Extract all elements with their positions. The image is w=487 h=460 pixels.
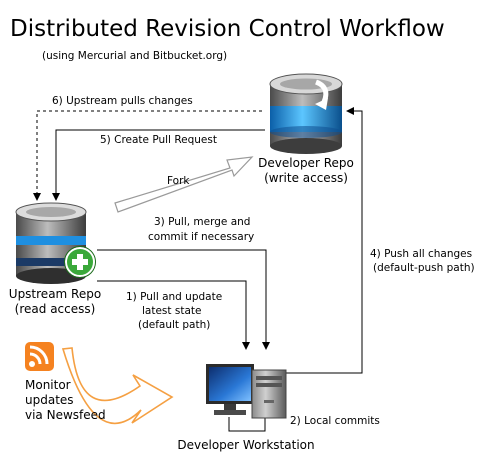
plus-icon bbox=[64, 246, 96, 278]
developer-repo-label: Developer Repo bbox=[258, 156, 354, 170]
monitor-icon bbox=[206, 364, 254, 415]
label-pull-merge-1: 3) Pull, merge and bbox=[154, 216, 250, 228]
edge-create-pull-request bbox=[52, 129, 265, 201]
label-fork: Fork bbox=[167, 175, 190, 187]
edge-pull-merge bbox=[97, 249, 270, 350]
label-pull-update-1: 1) Pull and update bbox=[126, 291, 222, 303]
workstation-label: Developer Workstation bbox=[177, 438, 314, 452]
diagram-title: Distributed Revision Control Workflow bbox=[10, 16, 445, 42]
fork-arrow bbox=[114, 156, 254, 213]
label-upstream-pulls: 6) Upstream pulls changes bbox=[52, 95, 193, 107]
label-local-commits: 2) Local commits bbox=[290, 415, 380, 427]
upstream-repo-label: Upstream Repo bbox=[9, 287, 101, 301]
edge-push bbox=[286, 107, 363, 374]
label-push-2: (default-push path) bbox=[373, 262, 475, 274]
computer-tower-icon bbox=[251, 369, 287, 419]
newsfeed-label-2: updates bbox=[25, 393, 74, 407]
workstation-node: Developer Workstation bbox=[177, 364, 315, 452]
upstream-repo-access: (read access) bbox=[15, 302, 96, 316]
newsfeed-node: Monitor updates via Newsfeed bbox=[25, 342, 106, 422]
developer-repo-node: Developer Repo (write access) bbox=[258, 73, 354, 185]
label-create-pull-request: 5) Create Pull Request bbox=[100, 134, 217, 146]
label-pull-update-3: (default path) bbox=[138, 319, 210, 331]
label-push-1: 4) Push all changes bbox=[370, 248, 472, 260]
refresh-arrow-icon bbox=[314, 79, 329, 110]
label-pull-update-2: latest state bbox=[142, 305, 201, 317]
label-pull-merge-2: commit if necessary bbox=[148, 231, 254, 243]
newsfeed-arrow bbox=[61, 347, 174, 425]
edge-pull-update bbox=[97, 280, 250, 350]
database-icon bbox=[15, 202, 87, 284]
rss-feed-icon bbox=[25, 342, 54, 371]
newsfeed-label-3: via Newsfeed bbox=[25, 408, 106, 422]
developer-repo-access: (write access) bbox=[264, 171, 348, 185]
database-icon bbox=[269, 73, 343, 154]
diagram-subtitle: (using Mercurial and Bitbucket.org) bbox=[42, 50, 227, 62]
edge-upstream-pulls bbox=[33, 110, 262, 201]
newsfeed-label-1: Monitor bbox=[25, 378, 71, 392]
upstream-repo-node: Upstream Repo (read access) bbox=[9, 202, 101, 316]
